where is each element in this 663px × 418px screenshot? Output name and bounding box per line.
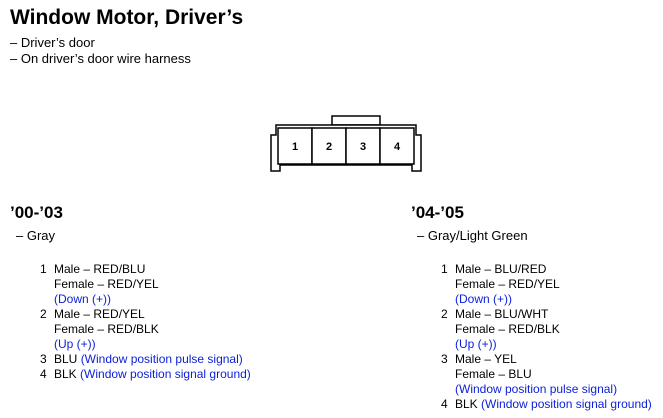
pin-number: 1: [441, 262, 448, 276]
wire-color: Female – BLU: [455, 367, 532, 381]
pin-cavity: [345, 127, 381, 165]
wire-color: Male – RED/BLU: [54, 262, 146, 276]
pin-cavity: [379, 127, 415, 165]
connector-diagram: 1 2 3 4: [270, 115, 422, 172]
wire-color: Male – RED/YEL: [54, 307, 145, 321]
pin-number: 3: [40, 352, 47, 366]
pin-function: (Window position signal ground): [80, 367, 251, 381]
pin-number: 3: [441, 352, 448, 366]
wire-color: Female – RED/BLK: [54, 322, 159, 336]
pin-line: BLK (Window position signal ground): [455, 397, 652, 412]
pin-function: (Window position pulse signal): [455, 382, 618, 396]
wire-color: BLK: [54, 367, 77, 381]
pin-entry: 4 BLK (Window position signal ground): [441, 397, 652, 412]
location-line: – Driver’s door: [10, 35, 95, 50]
pin-number: 4: [40, 367, 47, 381]
pin-function: (Up (+)): [455, 337, 497, 351]
connector-color: – Gray/Light Green: [417, 228, 528, 243]
connector-latch: [331, 115, 381, 126]
pin-number: 4: [441, 397, 448, 411]
pin-function: (Up (+)): [54, 337, 96, 351]
pin-number: 2: [40, 307, 47, 321]
pin-number: 1: [40, 262, 47, 276]
wire-color: Male – BLU/WHT: [455, 307, 549, 321]
connector-color: – Gray: [16, 228, 56, 243]
wire-color: Male – YEL: [455, 352, 517, 366]
pin-line: BLU (Window position pulse signal): [54, 352, 251, 367]
pin-label: 3: [360, 141, 366, 153]
year-heading: ’00-’03: [10, 203, 63, 222]
location-line: – On driver’s door wire harness: [10, 51, 191, 66]
pin-cavity: [311, 127, 347, 165]
pin-function: (Window position pulse signal): [80, 352, 243, 366]
pin-label: 2: [326, 141, 332, 153]
wire-color: Female – RED/YEL: [54, 277, 159, 291]
wire-color: BLU: [54, 352, 78, 366]
pin-line: BLK (Window position signal ground): [54, 367, 251, 382]
pin-entry: 4 BLK (Window position signal ground): [40, 367, 251, 382]
pin-function: (Down (+)): [54, 292, 112, 306]
pin-number: 2: [441, 307, 448, 321]
page-title: Window Motor, Driver’s: [10, 6, 244, 29]
pin-label: 4: [394, 141, 401, 153]
year-heading: ’04-’05: [411, 203, 464, 222]
pin-entry: 3 BLU (Window position pulse signal): [40, 352, 251, 367]
wire-color: Female – RED/BLK: [455, 322, 560, 336]
wire-color: Male – BLU/RED: [455, 262, 547, 276]
pin-function: (Down (+)): [455, 292, 513, 306]
wire-color: Female – RED/YEL: [455, 277, 560, 291]
pin-label: 1: [292, 141, 298, 153]
pin-function: (Window position signal ground): [481, 397, 652, 411]
wire-color: BLK: [455, 397, 478, 411]
